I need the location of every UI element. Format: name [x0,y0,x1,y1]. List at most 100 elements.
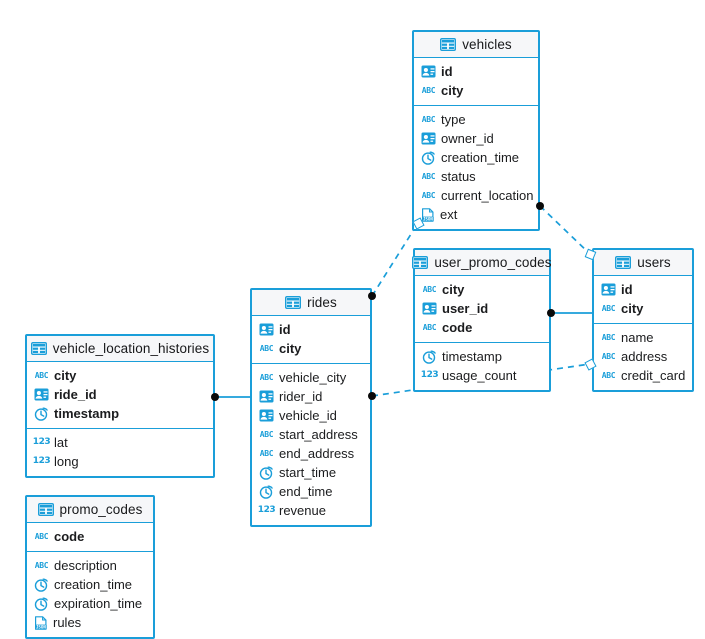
column-row-id[interactable]: id [252,320,370,339]
column-row-id[interactable]: id [594,280,692,299]
column-row-ride_id[interactable]: ride_id [27,385,213,404]
column-name: current_location [441,188,534,203]
column-row-timestamp[interactable]: timestamp [415,347,549,366]
abc-text-icon: ABC [34,370,49,380]
column-name: revenue [279,503,326,518]
table-grid-icon [30,342,47,355]
column-name: lat [54,435,68,450]
column-row-creation_time[interactable]: creation_time [414,148,538,167]
table-header-promo_codes[interactable]: promo_codes [27,497,153,523]
column-name: vehicle_id [279,408,337,423]
table-header-users[interactable]: users [594,250,692,276]
abc-text-icon: ABC [34,531,49,541]
column-name: owner_id [441,131,494,146]
column-name: long [54,454,79,469]
table-header-vehicle_location_histories[interactable]: vehicle_location_histories [27,336,213,362]
clock-icon [34,597,49,611]
abc-text-icon: ABC [34,560,49,570]
column-name: end_address [279,446,355,461]
relationship-vehicles-users[interactable] [539,205,591,255]
relationship-rides-vehicles[interactable] [371,222,419,297]
json-icon: JSON [34,615,48,630]
column-name: credit_card [621,368,686,383]
123-number-icon: 123 [257,505,276,515]
table-title: vehicles [462,37,512,52]
relationship-endpoint-dot [547,309,555,317]
key-id-icon [259,390,274,403]
column-name: id [441,64,453,79]
abc-text-icon: ABC [259,429,274,439]
column-name: user_id [442,301,489,316]
abc-text-icon: ABC [259,343,274,353]
key-id-icon [601,283,616,296]
column-name: start_time [279,465,337,480]
column-row-user_id[interactable]: user_id [415,299,549,318]
table-header-rides[interactable]: rides [252,290,370,316]
key-id-icon [34,388,49,401]
column-row-timestamp[interactable]: timestamp [27,404,213,423]
abc-text-icon: ABC [421,171,436,181]
abc-text-icon: ABC [601,303,616,313]
table-grid-icon [412,256,429,269]
column-name: id [621,282,633,297]
column-row-owner_id[interactable]: owner_id [414,129,538,148]
column-name: city [441,83,464,98]
clock-icon [259,485,274,499]
column-name: creation_time [441,150,520,165]
table-header-user_promo_codes[interactable]: user_promo_codes [412,250,551,276]
column-row-rider_id[interactable]: rider_id [252,387,370,406]
column-row-expiration_time[interactable]: expiration_time [27,594,153,613]
abc-text-icon: ABC [601,370,616,380]
column-name: city [279,341,302,356]
column-row-rules[interactable]: JSON rules [27,613,153,632]
abc-text-icon: ABC [259,372,274,382]
table-title: vehicle_location_histories [52,341,210,356]
column-name: timestamp [442,349,502,364]
column-row-start_time[interactable]: start_time [252,463,370,482]
column-row-city[interactable]: ABC city [252,339,370,358]
column-row-city[interactable]: ABC city [594,299,692,318]
123-number-icon: 123 [32,456,51,466]
table-header-vehicles[interactable]: vehicles [414,32,538,58]
column-row-vehicle_id[interactable]: vehicle_id [252,406,370,425]
column-name: address [621,349,668,364]
column-row-creation_time[interactable]: creation_time [27,575,153,594]
table-title: promo_codes [59,502,143,517]
column-row-id[interactable]: id [414,62,538,81]
column-name: city [621,301,644,316]
column-row-credit_card[interactable]: ABC credit_card [594,366,692,385]
column-row-end_time[interactable]: end_time [252,482,370,501]
column-name: rules [53,615,82,630]
